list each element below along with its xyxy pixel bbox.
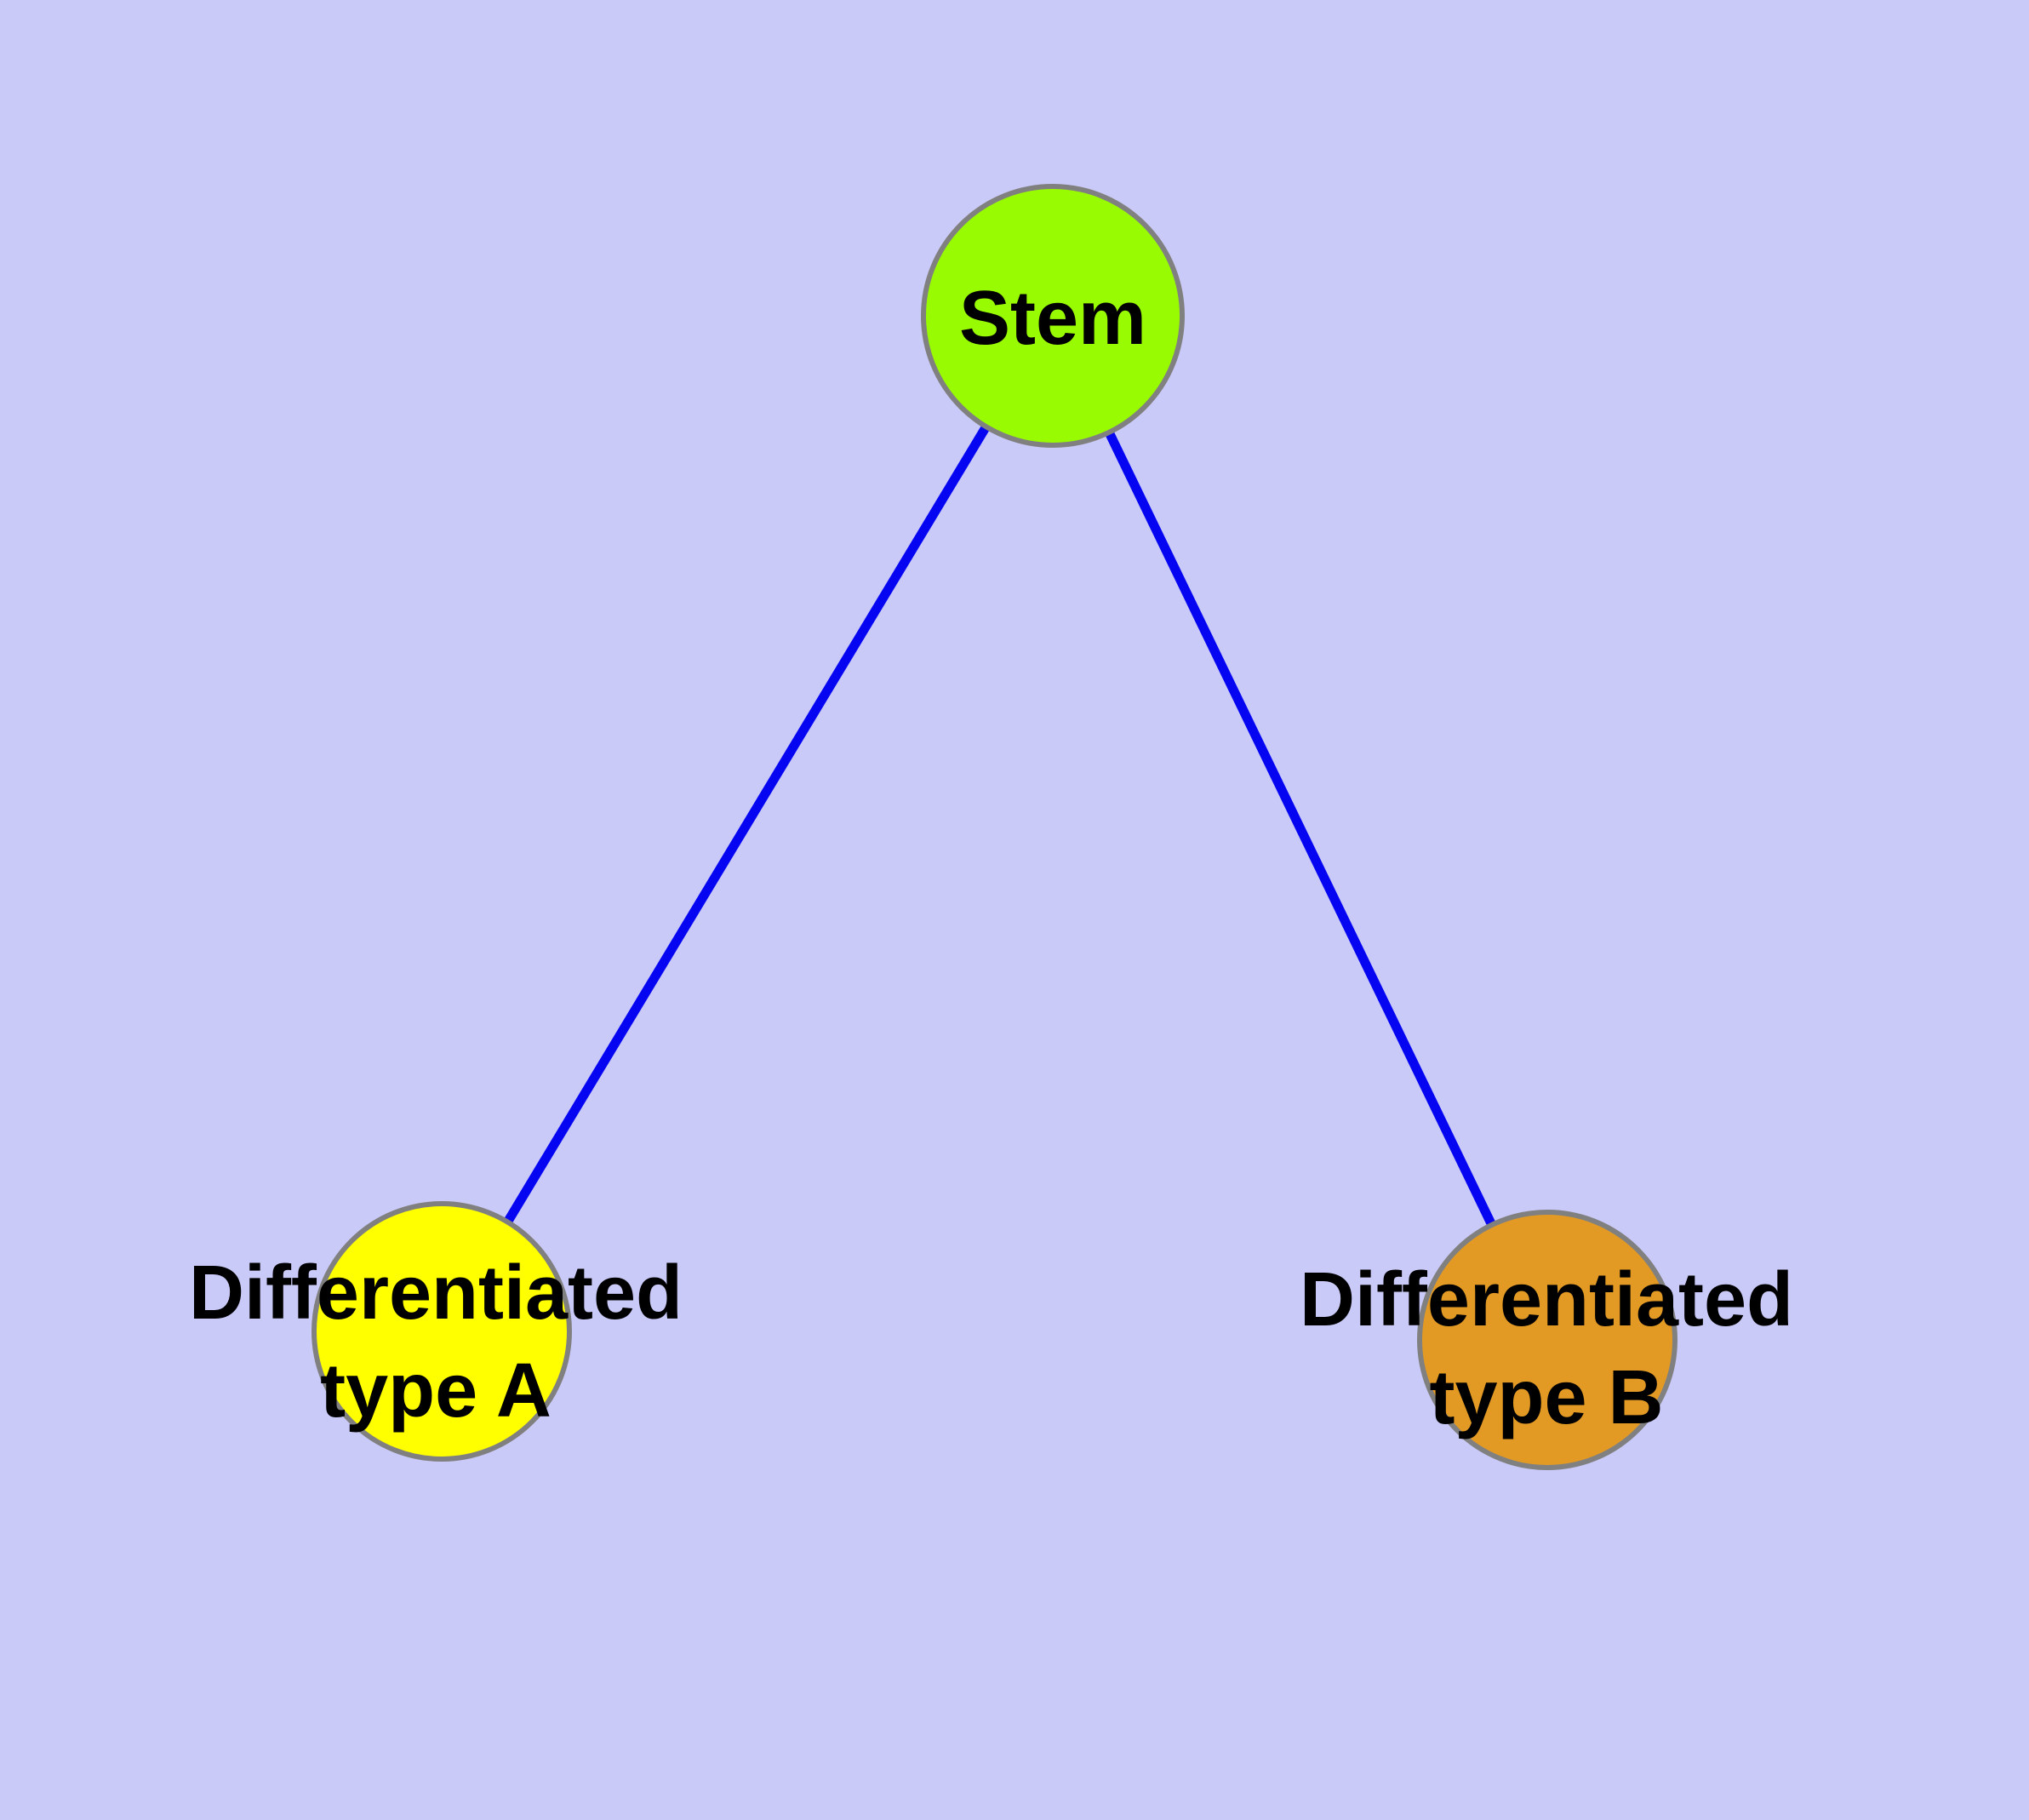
node-stem[interactable] [921, 184, 1185, 448]
node-type-b-label-line2: type B [1429, 1355, 1663, 1440]
node-type-b[interactable] [1417, 1210, 1677, 1470]
node-type-a-label-line1: Differentiated [189, 1251, 683, 1336]
node-stem-label: Stem [959, 276, 1146, 361]
node-type-a[interactable] [311, 1201, 572, 1462]
edge-stem-to-type-b [1049, 313, 1552, 1342]
node-type-b-label-line1: Differentiated [1300, 1257, 1793, 1342]
node-type-a-label-line2: type A [320, 1348, 552, 1434]
edge-stem-to-type-a [437, 313, 1057, 1334]
